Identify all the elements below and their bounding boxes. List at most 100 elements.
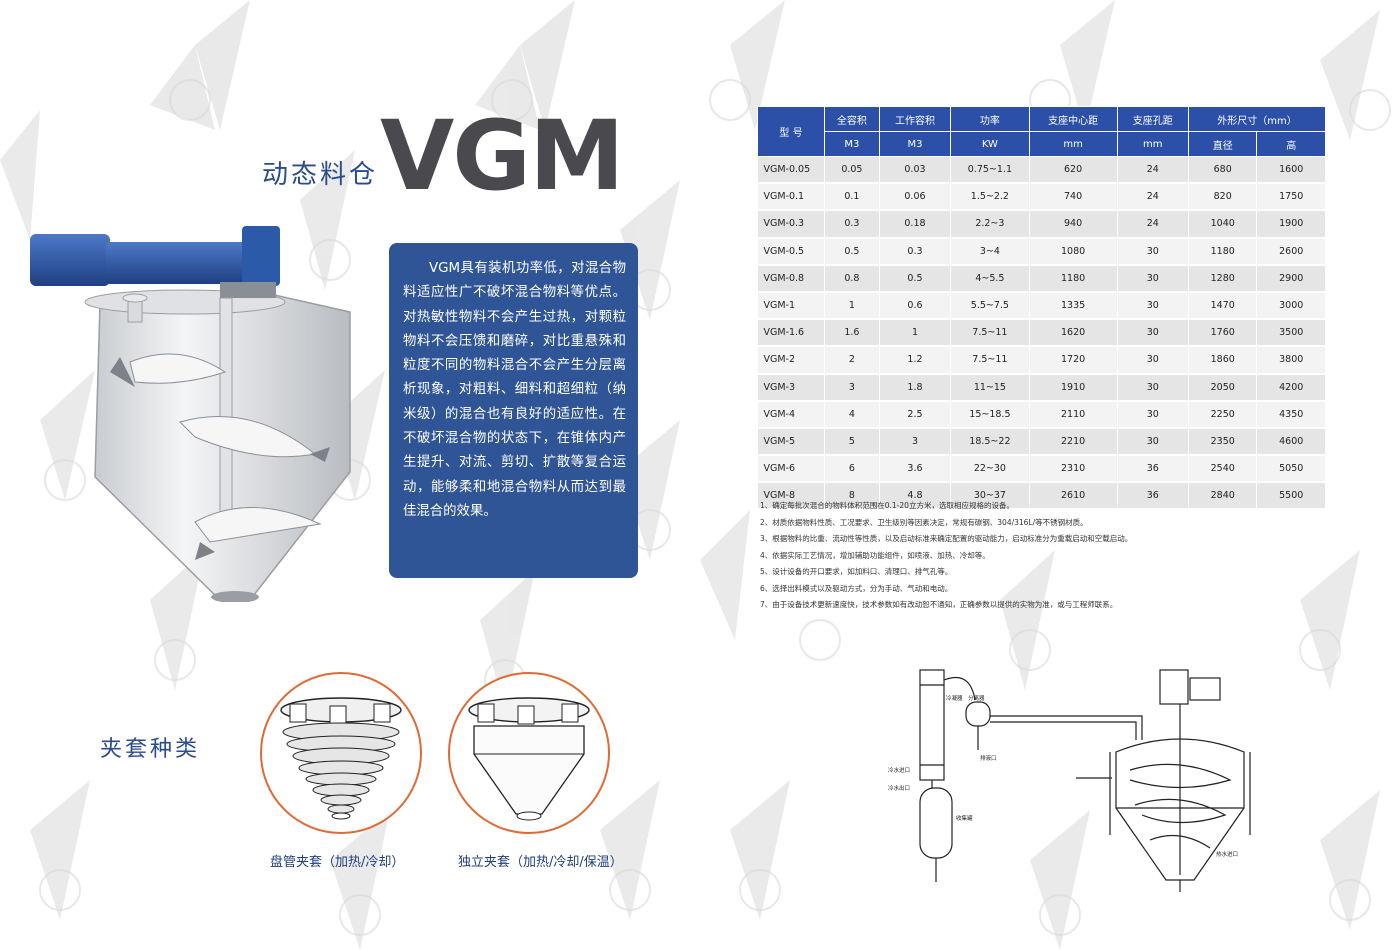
- model-cell: VGM-2: [757, 346, 825, 375]
- vgm-mixer-illustration: [30, 226, 351, 602]
- spec-cell: 2840: [1188, 482, 1258, 511]
- spec-cell: 30: [1117, 373, 1189, 402]
- label-receiver: 收集罐: [956, 814, 973, 822]
- spec-cell: 1.8: [879, 373, 952, 402]
- spec-cell: 680: [1188, 156, 1258, 185]
- spec-cell: 3~4: [950, 237, 1030, 266]
- spec-cell: 7.5~11: [950, 346, 1030, 375]
- header-support-center: 支座中心距: [1028, 106, 1118, 132]
- spec-cell: 2: [824, 346, 880, 375]
- spec-cell: 1040: [1188, 210, 1258, 239]
- spec-cell: 4: [824, 400, 880, 429]
- spec-cell: 36: [1117, 482, 1189, 511]
- spec-cell: 2.2~3: [950, 210, 1030, 239]
- spec-cell: 3500: [1256, 319, 1326, 348]
- spec-cell: 5: [824, 427, 880, 457]
- left-page: 动态料仓 VGM V: [0, 0, 680, 950]
- spec-cell: 1910: [1029, 373, 1118, 402]
- right-page: 型 号 全容积 工作容积 功率 支座中心距 支座孔距 外形尺寸（mm） M3 M…: [700, 0, 1400, 950]
- spec-cell: 11~15: [950, 373, 1030, 402]
- spec-cell: 3000: [1256, 291, 1326, 321]
- model-cell: VGM-0.3: [757, 210, 825, 239]
- header-total-volume: 全容积: [824, 106, 880, 132]
- spec-cell: 2310: [1029, 455, 1118, 484]
- spec-cell: 0.18: [879, 210, 952, 239]
- spec-cell: 0.5: [824, 237, 880, 266]
- header-working-volume: 工作容积: [878, 106, 952, 132]
- note-item: 2、材质依据物料性质、工况要求、卫生级别等因素决定，常规有碳钢、304/316L…: [760, 517, 1088, 527]
- spec-cell: 24: [1117, 183, 1189, 212]
- spec-cell: 0.03: [879, 156, 952, 185]
- spec-cell: 1180: [1188, 237, 1258, 266]
- spec-cell: 2250: [1188, 400, 1258, 429]
- spec-cell: 4~5.5: [950, 264, 1030, 293]
- spec-cell: 30: [1117, 264, 1189, 293]
- spec-cell: 1.5~2.2: [950, 183, 1030, 212]
- spec-cell: 5050: [1256, 455, 1326, 484]
- spec-cell: 3.6: [879, 455, 952, 484]
- spec-cell: 36: [1117, 455, 1189, 484]
- spec-cell: 0.8: [824, 264, 880, 293]
- model-cell: VGM-0.05: [757, 156, 825, 185]
- model-cell: VGM-0.1: [757, 183, 825, 212]
- process-flow-diagram: 冷凝器 分离器 冷水进口 排液口 冷水出口 收集罐 热水进口: [888, 669, 1251, 892]
- spec-cell: 8: [824, 482, 880, 511]
- spec-cell: 0.5: [879, 264, 952, 293]
- spec-cell: 2350: [1188, 427, 1258, 457]
- spec-cell: 1.2: [879, 346, 952, 375]
- description-text: VGM具有装机功率低，对混合物料适应性广不破坏混合物料等优点。对热敏性物料不会产…: [403, 261, 626, 519]
- note-item: 3、根据物料的比重、流动性等性质，以及启动标准来确定配置的驱动能力，启动标准分为…: [760, 534, 1133, 543]
- spec-cell: 1600: [1256, 156, 1326, 185]
- spec-cell: 1180: [1029, 264, 1118, 293]
- spec-cell: 0.75~1.1: [950, 156, 1030, 185]
- jacket-caption-independent: 独立夹套（加热/冷却/保温）: [458, 855, 623, 870]
- spec-cell: 1750: [1256, 183, 1326, 212]
- spec-cell: 2.5: [879, 400, 952, 429]
- notes-list: 1、确定每批次混合的物料体积范围在0.1-20立方米，选取相应规格的设备。 2、材…: [760, 498, 1132, 614]
- spec-cell: 0.1: [824, 183, 880, 212]
- spec-cell: 1900: [1256, 210, 1326, 239]
- spec-cell: 0.6: [879, 291, 952, 321]
- spec-cell: 4.8: [879, 482, 952, 511]
- spec-cell: 5.5~7.5: [950, 291, 1030, 321]
- label-separator: 分离器: [968, 694, 985, 702]
- spec-cell: 1: [879, 319, 952, 348]
- spec-cell: 0.06: [879, 183, 952, 212]
- note-item: 1、确定每批次混合的物料体积范围在0.1-20立方米，选取相应规格的设备。: [760, 501, 1014, 510]
- spec-cell: 1860: [1188, 346, 1258, 375]
- label-cold-water-inlet: 冷水进口: [888, 766, 910, 774]
- spec-cell: 7.5~11: [950, 319, 1030, 348]
- subtitle: 动态料仓: [262, 160, 379, 190]
- product-title: VGM: [380, 100, 625, 212]
- note-item: 7、由于设备技术更新速度快，技术参数如有改动恕不通知，正确参数以提供的实物为准，…: [760, 600, 1118, 609]
- model-cell: VGM-1.6: [757, 319, 825, 348]
- spec-cell: 1280: [1188, 264, 1258, 293]
- spec-cell: 3: [824, 373, 880, 402]
- jacket-caption-coil: 盘管夹套（加热/冷却）: [270, 855, 405, 870]
- spec-cell: 24: [1117, 156, 1189, 185]
- spec-cell: 30~37: [950, 482, 1030, 511]
- model-cell: VGM-0.5: [757, 237, 825, 266]
- note-item: 6、选择出料模式以及驱动方式，分为手动、气动和电动。: [760, 583, 953, 593]
- coil-jacket-image: [260, 672, 422, 834]
- spec-cell: 0.3: [824, 210, 880, 239]
- independent-jacket-image: [448, 672, 610, 834]
- spec-cell: 3: [879, 427, 952, 457]
- spec-cell: 18.5~22: [950, 427, 1030, 457]
- spec-cell: 0.3: [879, 237, 952, 266]
- spec-cell: 1470: [1188, 291, 1258, 321]
- spec-cell: 5500: [1256, 482, 1326, 511]
- spec-cell: 30: [1117, 319, 1189, 348]
- spec-cell: 1760: [1188, 319, 1258, 348]
- unit-support-center: mm: [1028, 131, 1118, 157]
- spec-cell: 24: [1117, 210, 1189, 239]
- spec-cell: 740: [1029, 183, 1118, 212]
